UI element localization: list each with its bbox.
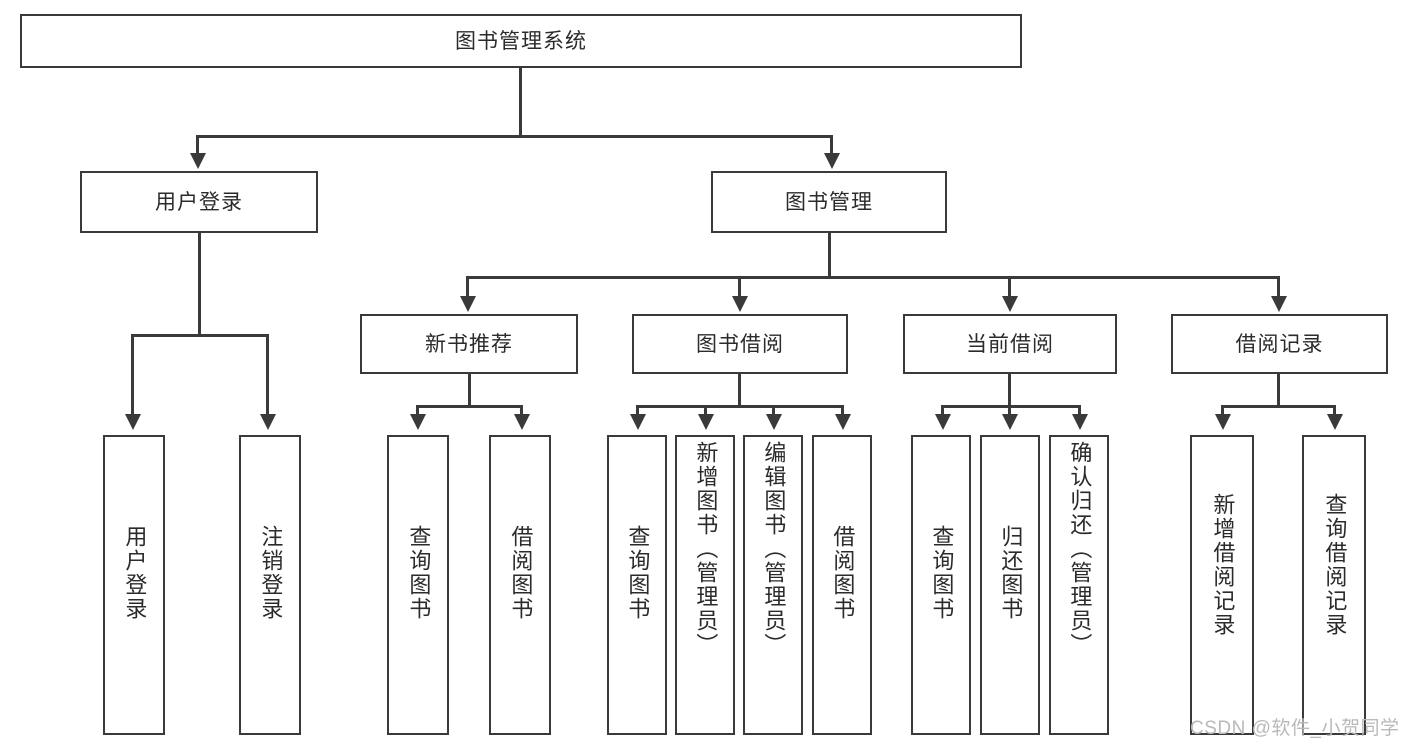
connector-root-bar — [196, 135, 833, 138]
connector-borrow-record-to-leaf-1 — [1221, 405, 1224, 416]
leaf-borrow-record-add[interactable]: 新增借阅记录 — [1190, 435, 1254, 735]
leaf-book-borrow-add-admin[interactable]: 新增图书（管理员） — [675, 435, 735, 735]
leaf-label: 新增图书（管理员） — [693, 441, 719, 657]
arrow-borrow-record-to-leaf-2 — [1327, 414, 1343, 430]
connector-book-borrow-stem — [738, 374, 741, 407]
connector-current-borrow-to-leaf-2 — [1008, 405, 1011, 416]
connector-book-borrow-to-leaf-3 — [772, 405, 775, 416]
connector-borrow-record-to-leaf-2 — [1333, 405, 1336, 416]
connector-book-mgmt-to-level2-1 — [466, 276, 469, 298]
leaf-current-borrow-return[interactable]: 归还图书 — [980, 435, 1040, 735]
arrow-book-mgmt-to-level2-2 — [732, 296, 748, 312]
connector-current-borrow-to-leaf-1 — [941, 405, 944, 416]
arrow-book-mgmt-to-level2-1 — [460, 296, 476, 312]
leaf-label: 新增借阅记录 — [1210, 493, 1236, 637]
connector-borrow-record-bar — [1221, 405, 1336, 408]
leaf-current-borrow-query[interactable]: 查询图书 — [911, 435, 971, 735]
arrow-book-borrow-to-leaf-2 — [698, 414, 714, 430]
leaf-label: 借阅图书 — [830, 525, 856, 621]
arrow-current-borrow-to-leaf-2 — [1002, 414, 1018, 430]
leaf-label: 注销登录 — [258, 525, 284, 621]
leaf-new-book-borrow[interactable]: 借阅图书 — [489, 435, 551, 735]
node-label: 用户登录 — [155, 190, 243, 214]
node-borrow-record[interactable]: 借阅记录 — [1171, 314, 1388, 374]
arrow-book-mgmt-to-level2-3 — [1002, 296, 1018, 312]
node-label: 新书推荐 — [425, 332, 513, 356]
arrow-book-borrow-to-leaf-4 — [835, 414, 851, 430]
connector-user-login-stem — [198, 233, 201, 336]
leaf-borrow-record-query[interactable]: 查询借阅记录 — [1302, 435, 1366, 735]
arrow-current-borrow-to-leaf-1 — [935, 414, 951, 430]
leaf-label: 归还图书 — [998, 525, 1024, 621]
leaf-book-borrow-borrow[interactable]: 借阅图书 — [812, 435, 872, 735]
connector-user-login-to-leaf-1 — [131, 334, 134, 416]
connector-user-login-to-leaf-2 — [266, 334, 269, 416]
arrow-new-book-to-leaf-1 — [410, 414, 426, 430]
arrow-book-borrow-to-leaf-3 — [766, 414, 782, 430]
connector-root-stem — [519, 68, 522, 136]
connector-current-borrow-stem — [1008, 374, 1011, 407]
leaf-label: 查询图书 — [406, 525, 432, 621]
node-root-system[interactable]: 图书管理系统 — [20, 14, 1022, 68]
connector-new-book-stem — [468, 374, 471, 407]
connector-user-login-bar — [131, 334, 268, 337]
node-new-book-recommend[interactable]: 新书推荐 — [360, 314, 578, 374]
node-book-borrow[interactable]: 图书借阅 — [632, 314, 848, 374]
connector-new-book-to-leaf-2 — [520, 405, 523, 416]
connector-book-borrow-to-leaf-4 — [841, 405, 844, 416]
leaf-label: 用户登录 — [122, 525, 148, 621]
connector-book-mgmt-to-level2-3 — [1008, 276, 1011, 298]
connector-current-borrow-bar — [941, 405, 1081, 408]
connector-book-borrow-to-leaf-1 — [636, 405, 639, 416]
leaf-label: 查询借阅记录 — [1322, 493, 1348, 637]
connector-root-to-book-mgmt — [830, 135, 833, 157]
arrow-book-mgmt-to-level2-4 — [1271, 296, 1287, 312]
connector-book-borrow-bar — [636, 405, 844, 408]
leaf-label: 借阅图书 — [508, 525, 534, 621]
node-label: 图书借阅 — [696, 332, 784, 356]
node-book-management[interactable]: 图书管理 — [711, 171, 947, 233]
connector-borrow-record-stem — [1277, 374, 1280, 407]
leaf-user-login-login[interactable]: 用户登录 — [103, 435, 165, 735]
connector-new-book-to-leaf-1 — [416, 405, 419, 416]
arrow-current-borrow-to-leaf-3 — [1072, 414, 1088, 430]
arrow-borrow-record-to-leaf-1 — [1215, 414, 1231, 430]
node-current-borrow[interactable]: 当前借阅 — [903, 314, 1117, 374]
connector-new-book-bar — [416, 405, 523, 408]
node-label: 图书管理系统 — [455, 29, 587, 53]
connector-root-to-user-login — [196, 135, 199, 157]
arrow-root-to-book-mgmt — [824, 153, 840, 169]
leaf-book-borrow-edit-admin[interactable]: 编辑图书（管理员） — [743, 435, 803, 735]
arrow-book-borrow-to-leaf-1 — [630, 414, 646, 430]
connector-book-mgmt-to-level2-2 — [738, 276, 741, 298]
connector-book-borrow-to-leaf-2 — [704, 405, 707, 416]
leaf-label: 查询图书 — [929, 525, 955, 621]
node-label: 当前借阅 — [966, 332, 1054, 356]
leaf-book-borrow-query[interactable]: 查询图书 — [607, 435, 667, 735]
leaf-new-book-query[interactable]: 查询图书 — [387, 435, 449, 735]
connector-book-mgmt-bar — [466, 276, 1280, 279]
node-label: 借阅记录 — [1235, 332, 1324, 356]
connector-current-borrow-to-leaf-3 — [1078, 405, 1081, 416]
node-label: 图书管理 — [785, 190, 873, 214]
connector-book-mgmt-to-level2-4 — [1277, 276, 1280, 298]
arrow-root-to-user-login — [190, 153, 206, 169]
leaf-label: 查询图书 — [625, 525, 651, 621]
arrow-user-login-to-leaf-1 — [125, 414, 141, 430]
csdn-watermark: CSDN @软件_小贺同学 — [1190, 718, 1400, 739]
node-user-login[interactable]: 用户登录 — [80, 171, 318, 233]
leaf-current-borrow-confirm-admin[interactable]: 确认归还（管理员） — [1049, 435, 1109, 735]
connector-book-mgmt-stem — [828, 233, 831, 278]
leaf-label: 确认归还（管理员） — [1067, 441, 1093, 657]
leaf-user-login-logout[interactable]: 注销登录 — [239, 435, 301, 735]
leaf-label: 编辑图书（管理员） — [761, 441, 787, 657]
arrow-user-login-to-leaf-2 — [260, 414, 276, 430]
arrow-new-book-to-leaf-2 — [514, 414, 530, 430]
